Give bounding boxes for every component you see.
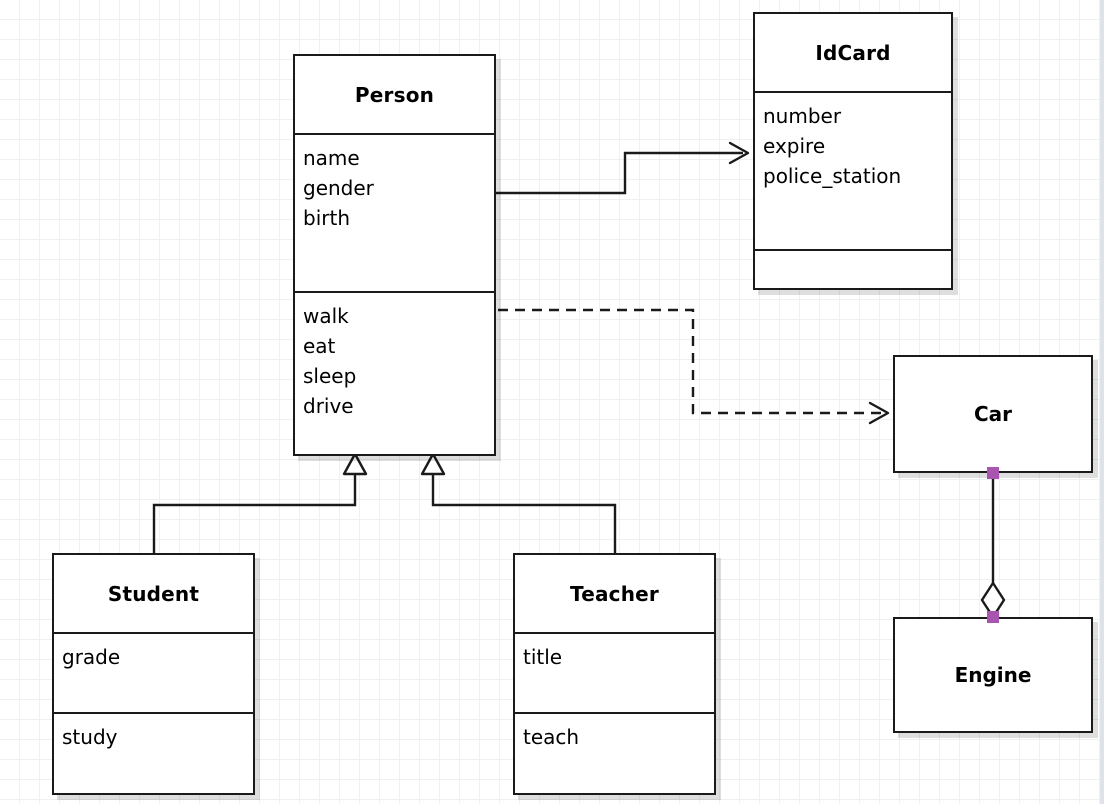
class-methods-idcard — [755, 249, 951, 288]
class-title-engine: Engine — [954, 663, 1032, 687]
class-box-person[interactable]: Person name gender birth walk eat sleep … — [293, 54, 496, 456]
open-arrowhead-icon — [868, 401, 890, 425]
class-attributes-teacher: title — [515, 632, 714, 712]
class-attributes-student: grade — [54, 632, 253, 712]
method-item: sleep — [303, 364, 357, 388]
class-attributes-idcard: number expire police_station — [755, 91, 951, 249]
connector-car-engine[interactable] — [980, 473, 1006, 619]
connector-handle-car-end[interactable] — [987, 467, 999, 479]
attribute-item: gender — [303, 176, 374, 200]
class-title-car: Car — [973, 402, 1013, 426]
class-box-car[interactable]: Car — [893, 355, 1093, 473]
attribute-item: birth — [303, 206, 350, 230]
attribute-item: police_station — [763, 164, 902, 188]
attribute-item: number — [763, 104, 842, 128]
method-item: walk — [303, 304, 349, 328]
class-title-person: Person — [354, 82, 435, 107]
class-box-idcard[interactable]: IdCard number expire police_station — [753, 12, 953, 290]
connector-teacher-person[interactable] — [420, 452, 617, 553]
class-box-engine[interactable]: Engine — [893, 617, 1093, 733]
class-methods-student: study — [54, 712, 253, 793]
class-box-student[interactable]: Student grade study — [52, 553, 255, 795]
method-item: study — [62, 725, 118, 749]
canvas-right-edge — [1100, 0, 1104, 804]
method-item: teach — [523, 725, 580, 749]
connector-person-car[interactable] — [498, 308, 890, 425]
attribute-item: expire — [763, 134, 826, 158]
connector-handle-engine-end[interactable] — [987, 611, 999, 623]
attribute-item: title — [523, 645, 563, 669]
method-item: eat — [303, 334, 336, 358]
class-methods-person: walk eat sleep drive — [295, 291, 494, 454]
hollow-triangle-icon — [342, 452, 368, 476]
class-title-teacher: Teacher — [570, 581, 659, 606]
class-methods-teacher: teach — [515, 712, 714, 793]
class-title-idcard: IdCard — [815, 40, 891, 65]
method-item: drive — [303, 394, 354, 418]
class-attributes-person: name gender birth — [295, 133, 494, 291]
connector-student-person[interactable] — [152, 452, 368, 553]
open-arrowhead-icon — [728, 141, 750, 165]
attribute-item: name — [303, 146, 360, 170]
attribute-item: grade — [62, 645, 121, 669]
class-title-student: Student — [107, 581, 200, 606]
class-box-teacher[interactable]: Teacher title teach — [513, 553, 716, 795]
connector-person-idcard[interactable] — [496, 141, 750, 195]
hollow-triangle-icon — [420, 452, 446, 476]
